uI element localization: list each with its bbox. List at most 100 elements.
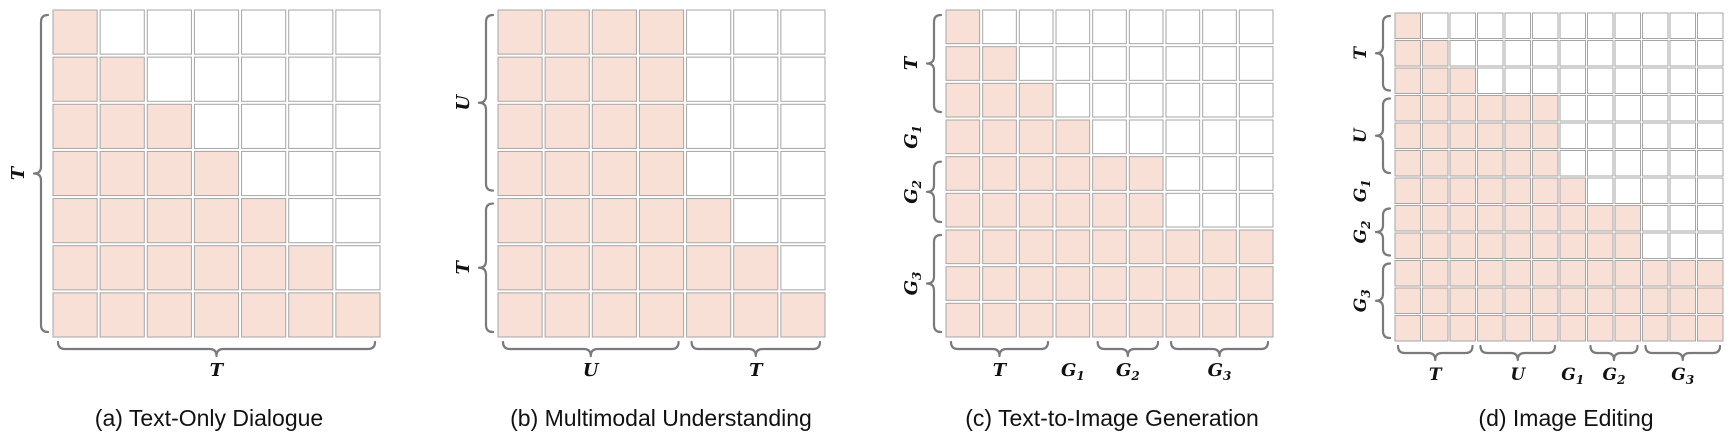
mask-cell-masked bbox=[1669, 177, 1696, 204]
group-label: T bbox=[901, 55, 922, 70]
mask-cell-attend bbox=[52, 198, 98, 244]
group-label: G3 bbox=[901, 272, 924, 296]
group-label: G1 bbox=[1061, 360, 1085, 383]
mask-cell-masked bbox=[335, 150, 381, 197]
mask-cell-attend bbox=[1614, 315, 1641, 342]
mask-cell-attend bbox=[1092, 156, 1127, 191]
mask-cell-masked bbox=[1477, 67, 1504, 94]
mask-cell-masked bbox=[99, 9, 145, 55]
mask-cell-attend bbox=[945, 229, 981, 265]
mask-cell-attend bbox=[1394, 177, 1421, 204]
mask-cell-attend bbox=[982, 119, 1017, 155]
mask-cell-masked bbox=[1092, 46, 1127, 81]
column-group-brace bbox=[56, 340, 377, 358]
mask-cell-masked bbox=[146, 56, 192, 102]
mask-cell-masked bbox=[1128, 46, 1164, 81]
row-group-brace bbox=[477, 13, 495, 192]
column-group-brace bbox=[1589, 344, 1639, 362]
mask-cell-attend bbox=[1532, 95, 1559, 122]
mask-cell-attend bbox=[1238, 302, 1274, 338]
mask-cell-attend bbox=[1018, 302, 1054, 338]
mask-cell-attend bbox=[544, 245, 590, 291]
mask-cell-masked bbox=[1128, 9, 1164, 45]
mask-cell-attend bbox=[1477, 150, 1504, 177]
mask-cell-attend bbox=[733, 292, 779, 338]
mask-cell-attend bbox=[1587, 287, 1614, 314]
group-label: T bbox=[1351, 46, 1371, 60]
group-label: U bbox=[1351, 127, 1371, 143]
panel-caption: (a) Text-Only Dialogue bbox=[95, 405, 323, 431]
mask-cell-attend bbox=[1559, 287, 1586, 314]
mask-cell-attend bbox=[591, 292, 637, 338]
mask-cell-attend bbox=[1559, 260, 1586, 287]
mask-cell-masked bbox=[686, 56, 732, 102]
mask-cell-attend bbox=[1449, 122, 1476, 149]
column-group-brace bbox=[1096, 340, 1160, 358]
mask-cell-attend bbox=[1587, 205, 1614, 232]
mask-cell-attend bbox=[686, 245, 732, 291]
mask-cell-masked bbox=[1092, 9, 1127, 45]
mask-cell-attend bbox=[1422, 205, 1449, 232]
mask-cell-attend bbox=[146, 103, 192, 149]
mask-cell-masked bbox=[686, 9, 732, 55]
mask-cell-attend bbox=[945, 9, 981, 45]
mask-cell-attend bbox=[193, 292, 240, 338]
mask-cell-attend bbox=[1614, 205, 1641, 232]
mask-cell-attend bbox=[638, 9, 685, 55]
mask-cell-masked bbox=[1202, 156, 1237, 191]
mask-cell-masked bbox=[1669, 12, 1696, 39]
mask-cell-attend bbox=[1422, 232, 1449, 259]
group-label: G3 bbox=[1671, 365, 1694, 387]
mask-cell-masked bbox=[1559, 150, 1586, 177]
mask-cell-masked bbox=[241, 150, 287, 197]
mask-cell-attend bbox=[1669, 315, 1696, 342]
mask-cell-attend bbox=[1018, 229, 1054, 265]
mask-cell-attend bbox=[1092, 266, 1127, 301]
row-group-brace bbox=[1374, 14, 1392, 92]
mask-cell-attend bbox=[982, 156, 1017, 191]
mask-cell-attend bbox=[1128, 192, 1164, 228]
mask-cell-attend bbox=[686, 198, 732, 244]
mask-cell-masked bbox=[1697, 177, 1724, 204]
mask-cell-attend bbox=[497, 150, 543, 197]
mask-cell-attend bbox=[1422, 315, 1449, 342]
column-group-brace bbox=[1479, 344, 1557, 362]
mask-cell-masked bbox=[1559, 122, 1586, 149]
mask-cell-attend bbox=[1697, 315, 1724, 342]
mask-cell-masked bbox=[1202, 46, 1237, 81]
mask-cell-attend bbox=[982, 266, 1017, 301]
mask-cell-masked bbox=[1587, 95, 1614, 122]
mask-cell-attend bbox=[1504, 150, 1531, 177]
mask-cell-attend bbox=[1422, 177, 1449, 204]
mask-cell-masked bbox=[335, 103, 381, 149]
mask-cell-attend bbox=[1642, 315, 1669, 342]
mask-cell-attend bbox=[146, 292, 192, 338]
mask-cell-attend bbox=[544, 9, 590, 55]
mask-cell-masked bbox=[288, 103, 334, 149]
mask-cell-masked bbox=[335, 198, 381, 244]
mask-cell-attend bbox=[52, 245, 98, 291]
mask-cell-masked bbox=[1669, 122, 1696, 149]
mask-cell-attend bbox=[52, 103, 98, 149]
mask-cell-attend bbox=[591, 245, 637, 291]
mask-cell-attend bbox=[1238, 266, 1274, 301]
mask-cell-attend bbox=[945, 119, 981, 155]
mask-cell-masked bbox=[733, 198, 779, 244]
mask-cell-masked bbox=[1018, 9, 1054, 45]
mask-cell-attend bbox=[1422, 150, 1449, 177]
mask-cell-masked bbox=[288, 9, 334, 55]
mask-cell-attend bbox=[1614, 260, 1641, 287]
mask-cell-attend bbox=[638, 245, 685, 291]
mask-cell-attend bbox=[497, 292, 543, 338]
mask-cell-attend bbox=[1477, 95, 1504, 122]
mask-cell-attend bbox=[638, 150, 685, 197]
mask-cell-attend bbox=[1202, 229, 1237, 265]
mask-cell-attend bbox=[945, 156, 981, 191]
mask-cell-attend bbox=[1422, 287, 1449, 314]
mask-cell-attend bbox=[1697, 287, 1724, 314]
mask-cell-attend bbox=[1394, 95, 1421, 122]
mask-cell-attend bbox=[1394, 40, 1421, 67]
mask-cell-masked bbox=[1587, 40, 1614, 67]
mask-cell-masked bbox=[733, 150, 779, 197]
